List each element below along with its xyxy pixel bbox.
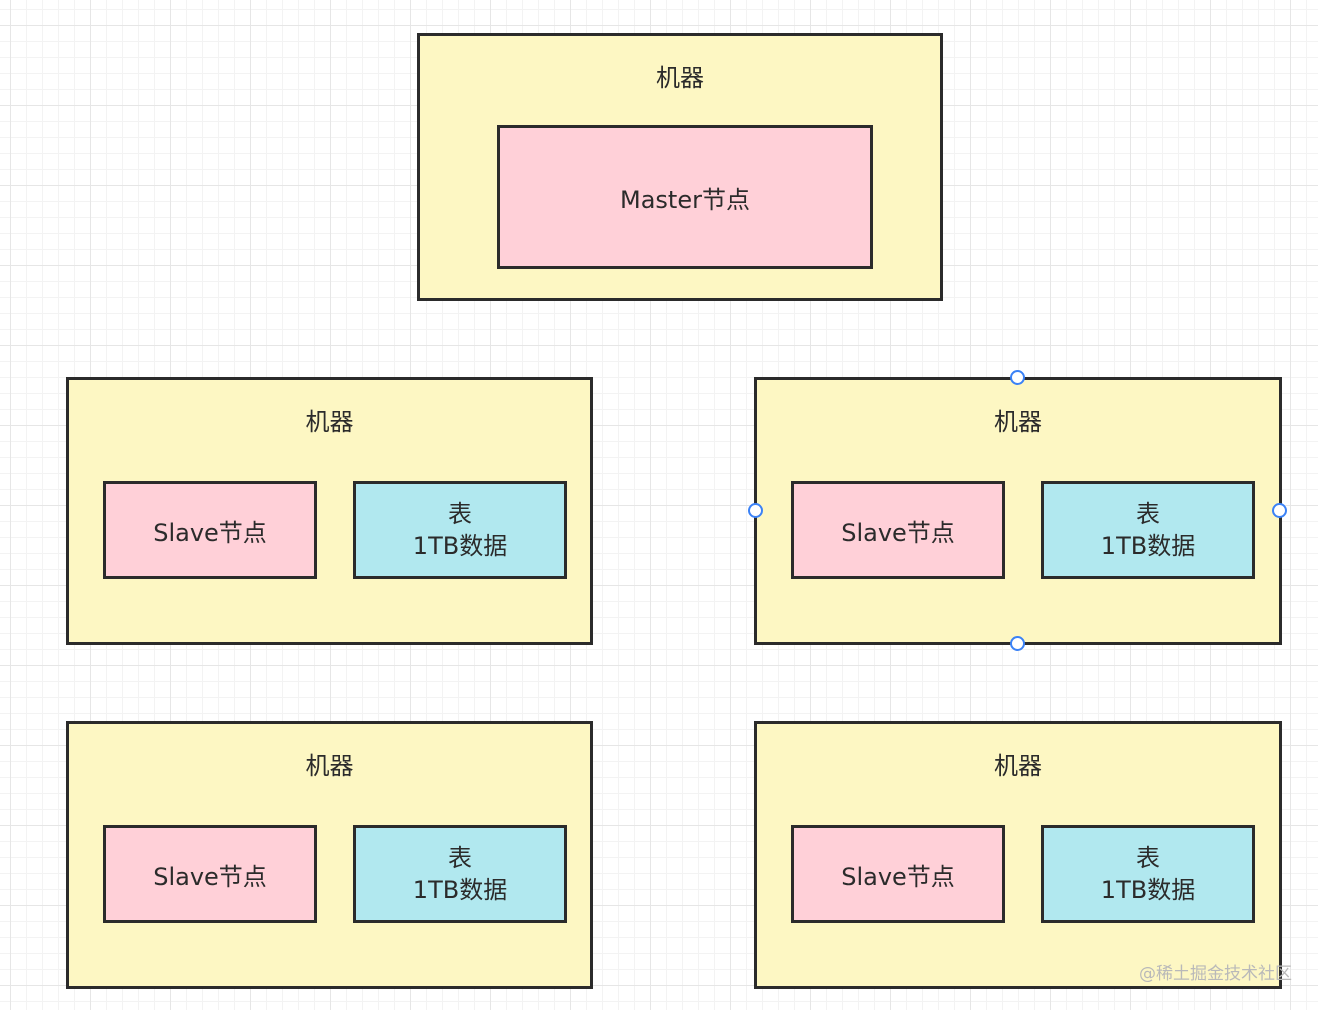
table-data-size: 1TB数据 bbox=[412, 876, 508, 904]
slave-node-box[interactable]: Slave节点 bbox=[791, 481, 1005, 579]
machine-label: 机器 bbox=[656, 64, 704, 92]
selection-handle-bottom[interactable] bbox=[1010, 636, 1025, 651]
table-data-box[interactable]: 表 1TB数据 bbox=[353, 825, 567, 923]
watermark: @稀土掘金技术社区 bbox=[1139, 964, 1292, 984]
slave-node-label: Slave节点 bbox=[841, 862, 955, 891]
slave-machine-box-3[interactable]: 机器 Slave节点 表 1TB数据 bbox=[66, 721, 593, 989]
slave-node-label: Slave节点 bbox=[841, 518, 955, 547]
machine-label: 机器 bbox=[994, 752, 1042, 780]
machine-label: 机器 bbox=[305, 752, 354, 780]
selection-handle-top[interactable] bbox=[1010, 370, 1025, 385]
machine-label: 机器 bbox=[994, 408, 1042, 436]
table-data-size: 1TB数据 bbox=[1100, 876, 1196, 904]
table-title: 表 bbox=[448, 844, 472, 872]
selection-handle-left[interactable] bbox=[748, 503, 763, 518]
slave-node-label: Slave节点 bbox=[153, 862, 267, 891]
table-data-box[interactable]: 表 1TB数据 bbox=[1041, 481, 1255, 579]
slave-machine-box-4[interactable]: 机器 Slave节点 表 1TB数据 bbox=[754, 721, 1282, 989]
slave-node-label: Slave节点 bbox=[153, 518, 267, 547]
table-title: 表 bbox=[1136, 500, 1160, 528]
master-node-label: Master节点 bbox=[620, 185, 750, 214]
slave-machine-box-1[interactable]: 机器 Slave节点 表 1TB数据 bbox=[66, 377, 593, 645]
table-data-size: 1TB数据 bbox=[1100, 532, 1196, 560]
slave-node-box[interactable]: Slave节点 bbox=[103, 481, 317, 579]
slave-node-box[interactable]: Slave节点 bbox=[791, 825, 1005, 923]
table-data-size: 1TB数据 bbox=[412, 532, 508, 560]
table-data-box[interactable]: 表 1TB数据 bbox=[353, 481, 567, 579]
table-title: 表 bbox=[1136, 844, 1160, 872]
master-node-box[interactable]: Master节点 bbox=[497, 125, 873, 269]
table-title: 表 bbox=[448, 500, 472, 528]
master-machine-box[interactable]: 机器 Master节点 bbox=[417, 33, 943, 301]
table-data-box[interactable]: 表 1TB数据 bbox=[1041, 825, 1255, 923]
slave-machine-box-2[interactable]: 机器 Slave节点 表 1TB数据 bbox=[754, 377, 1282, 645]
machine-label: 机器 bbox=[305, 408, 354, 436]
selection-handle-right[interactable] bbox=[1272, 503, 1287, 518]
slave-node-box[interactable]: Slave节点 bbox=[103, 825, 317, 923]
